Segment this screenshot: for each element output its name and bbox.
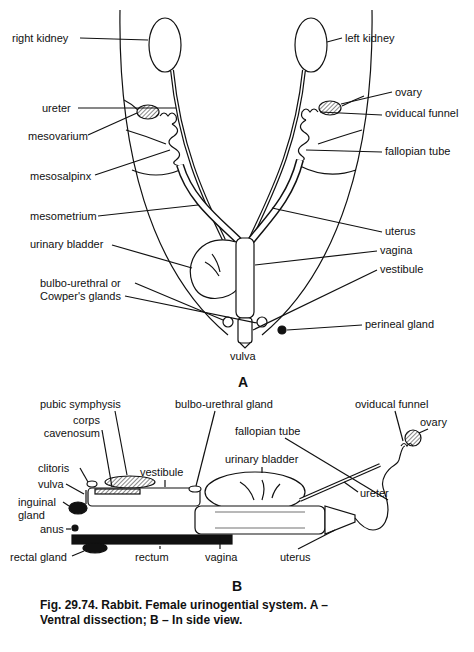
part-label: mesometrium bbox=[30, 210, 97, 223]
part-label: perineal gland bbox=[365, 318, 434, 331]
part-label: bulbo-urethral or Cowper's glands bbox=[40, 277, 150, 303]
part-label: fallopian tube bbox=[385, 145, 450, 158]
part-label: ovary bbox=[420, 416, 447, 429]
side-view bbox=[63, 411, 428, 556]
part-label: vagina bbox=[205, 551, 237, 564]
part-label: uterus bbox=[385, 225, 416, 238]
part-label: oviducal funnel bbox=[385, 107, 458, 120]
part-label: vulva bbox=[230, 350, 256, 363]
figure-caption: Fig. 29.74. Rabbit. Female urinogential … bbox=[40, 598, 340, 628]
part-label: ureter bbox=[360, 487, 389, 500]
part-label: vagina bbox=[380, 244, 412, 257]
part-label: mesovarium bbox=[28, 130, 88, 143]
part-label: rectal gland bbox=[10, 551, 67, 564]
part-label: urinary bladder bbox=[225, 453, 298, 466]
part-label: oviducal funnel bbox=[355, 398, 428, 411]
part-label: inguinal gland bbox=[18, 496, 63, 522]
part-label: clitoris bbox=[38, 462, 69, 475]
part-label: bulbo-urethral gland bbox=[175, 398, 273, 411]
part-label: fallopian tube bbox=[235, 425, 300, 438]
part-label: ovary bbox=[395, 86, 422, 99]
part-label: urinary bladder bbox=[30, 238, 103, 251]
part-label: rectum bbox=[135, 551, 169, 564]
ventral-dissection bbox=[78, 10, 392, 348]
part-label: uterus bbox=[280, 551, 311, 564]
part-label: corps cavenosum bbox=[38, 414, 100, 440]
part-label: vestibule bbox=[140, 466, 183, 479]
part-label: vestibule bbox=[380, 263, 423, 276]
panel-letter: A bbox=[238, 374, 248, 391]
part-label: anus bbox=[40, 523, 64, 536]
part-label: ureter bbox=[42, 102, 71, 115]
panel-letter: B bbox=[232, 578, 242, 595]
part-label: left kidney bbox=[345, 32, 395, 45]
part-label: pubic symphysis bbox=[40, 398, 121, 411]
part-label: right kidney bbox=[12, 32, 68, 45]
part-label: vulva bbox=[38, 478, 64, 491]
part-label: mesosalpinx bbox=[30, 170, 91, 183]
